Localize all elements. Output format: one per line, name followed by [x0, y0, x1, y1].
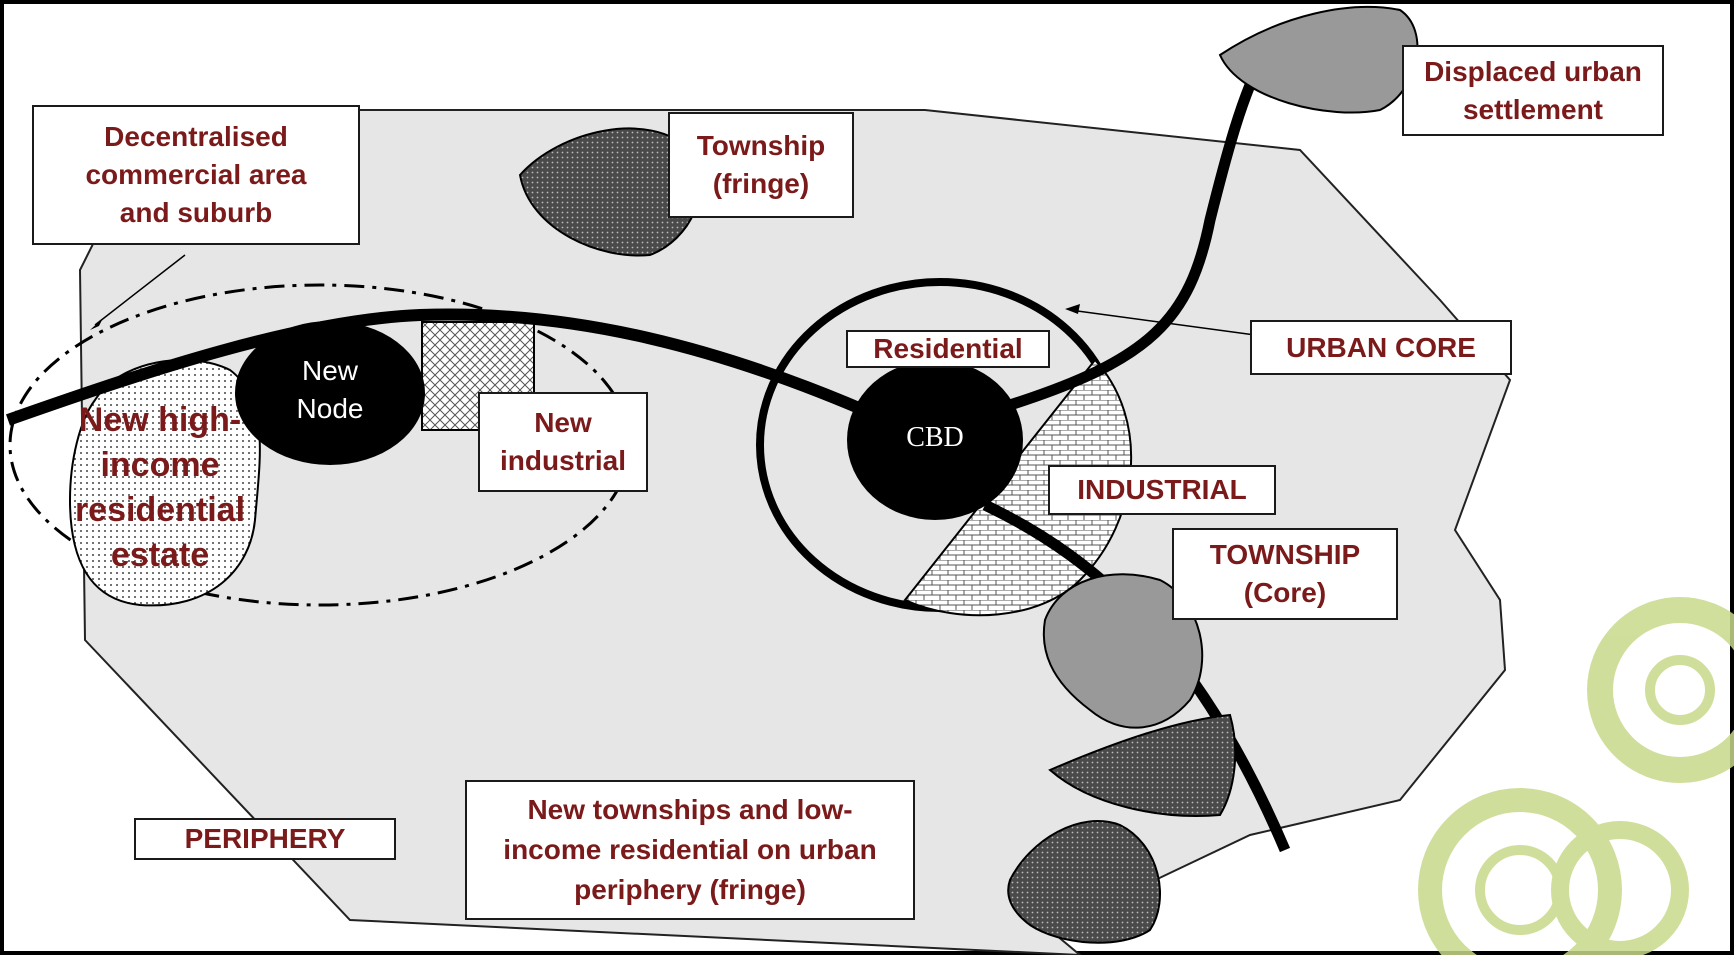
label-industrial: INDUSTRIAL [1048, 465, 1276, 515]
urban-core-leader-arrowhead [1065, 304, 1080, 314]
label-township-fringe: Township (fringe) [668, 112, 854, 218]
label-periphery: PERIPHERY [134, 818, 396, 860]
industrial-zone [903, 358, 1133, 617]
decentralised-leader-arrowhead [90, 318, 103, 330]
township-core-shape [1042, 573, 1204, 729]
label-new-townships: New townships and low- income residentia… [465, 780, 915, 920]
urban-core-leader-line [1069, 309, 1256, 336]
label-displaced-settlement: Displaced urban settlement [1402, 45, 1664, 136]
label-township-core: TOWNSHIP (Core) [1172, 528, 1398, 620]
label-new-industrial: New industrial [478, 392, 648, 492]
label-decentralised: Decentralised commercial area and suburb [32, 105, 360, 245]
concentric-circles-watermark-icon [1418, 597, 1734, 955]
cbd-area [847, 360, 1023, 520]
main-road [6, 308, 933, 446]
decentralised-leader-line [94, 254, 186, 326]
label-new-high-income-estate: New high- income residential estate [74, 401, 246, 574]
label-cbd: CBD [906, 422, 964, 453]
north-east-road [1008, 82, 1256, 411]
label-urban-core: URBAN CORE [1250, 320, 1512, 375]
label-residential: Residential [846, 330, 1050, 368]
new-node-area [235, 321, 425, 465]
new-township-shape-2 [1007, 820, 1161, 944]
new-township-shape-1 [1048, 713, 1237, 817]
label-new-node: New Node [296, 355, 364, 424]
high-income-estate-area [68, 359, 261, 607]
